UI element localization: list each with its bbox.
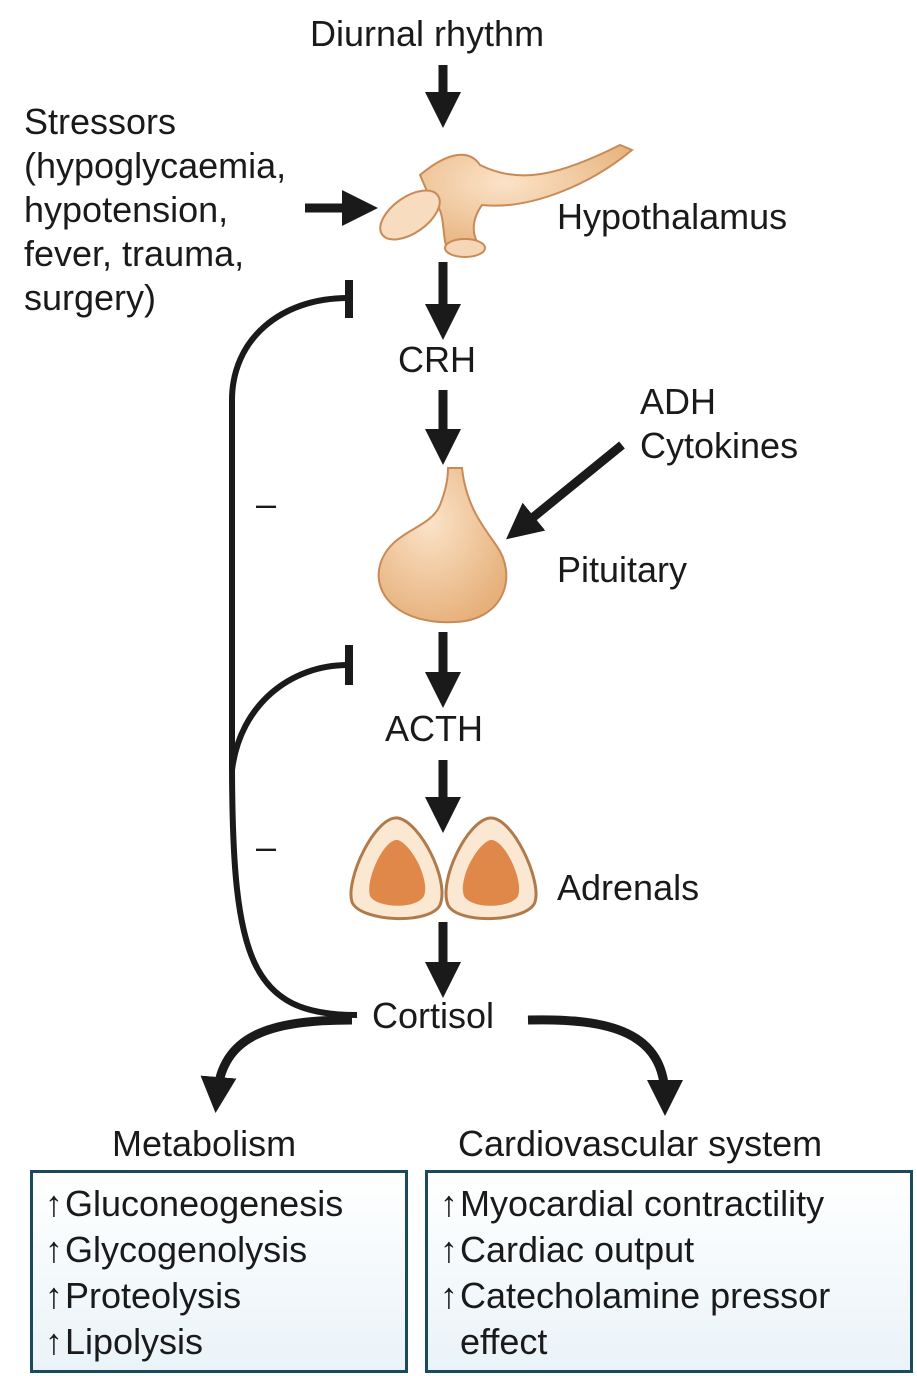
arrow-cortisol-to-metabolism — [217, 1020, 352, 1095]
feedback-line-to-pituitary — [232, 665, 348, 770]
myocardial-contractility-text: Myocardial contractility — [460, 1183, 824, 1224]
list-item: ↑Proteolysis — [43, 1273, 405, 1319]
adh-cytokines-label: ADH Cytokines — [640, 380, 798, 468]
metabolism-title: Metabolism — [112, 1122, 296, 1166]
list-item: ↑Lipolysis — [43, 1319, 405, 1365]
arrow-adh-to-pituitary — [520, 445, 622, 528]
increase-arrow-icon: ↑ — [43, 1273, 65, 1319]
hypothalamus-label: Hypothalamus — [557, 195, 787, 239]
catecholamine-pressor-text: Catecholamine pressor — [460, 1275, 830, 1316]
gluconeogenesis-text: Gluconeogenesis — [65, 1183, 343, 1224]
list-item-continuation: effect — [438, 1319, 910, 1365]
list-item: ↑Gluconeogenesis — [43, 1181, 405, 1227]
cortisol-label: Cortisol — [372, 994, 494, 1038]
increase-arrow-icon: ↑ — [438, 1181, 460, 1227]
glycogenolysis-text: Glycogenolysis — [65, 1229, 307, 1270]
crh-label: CRH — [398, 338, 476, 382]
stressors-label: Stressors (hypoglycaemia, hypotension, f… — [24, 100, 286, 320]
lipolysis-text: Lipolysis — [65, 1321, 203, 1362]
cardiovascular-title: Cardiovascular system — [458, 1122, 822, 1166]
arrow-cortisol-to-cardiovascular — [528, 1020, 665, 1098]
pituitary-label: Pituitary — [557, 548, 687, 592]
adrenals-illustration — [351, 818, 536, 919]
negative-feedback-sign-1: – — [256, 482, 276, 526]
list-item: ↑Catecholamine pressor — [438, 1273, 910, 1319]
cardiac-output-text: Cardiac output — [460, 1229, 694, 1270]
list-item: ↑Myocardial contractility — [438, 1181, 910, 1227]
feedback-line-to-hypothalamus — [232, 298, 357, 1015]
increase-arrow-icon: ↑ — [43, 1227, 65, 1273]
list-item: ↑Cardiac output — [438, 1227, 910, 1273]
acth-label: ACTH — [385, 707, 483, 751]
pituitary-illustration — [379, 468, 507, 622]
increase-arrow-icon: ↑ — [438, 1227, 460, 1273]
adrenals-label: Adrenals — [557, 866, 699, 910]
increase-arrow-icon: ↑ — [438, 1273, 460, 1319]
increase-arrow-icon: ↑ — [43, 1181, 65, 1227]
list-item: ↑Glycogenolysis — [43, 1227, 405, 1273]
metabolism-effects-box: ↑Gluconeogenesis ↑Glycogenolysis ↑Proteo… — [30, 1170, 408, 1373]
cardiovascular-effects-box: ↑Myocardial contractility ↑Cardiac outpu… — [425, 1170, 913, 1373]
negative-feedback-sign-2: – — [256, 825, 276, 869]
diurnal-rhythm-label: Diurnal rhythm — [310, 12, 544, 56]
proteolysis-text: Proteolysis — [65, 1275, 241, 1316]
increase-arrow-icon: ↑ — [43, 1319, 65, 1365]
